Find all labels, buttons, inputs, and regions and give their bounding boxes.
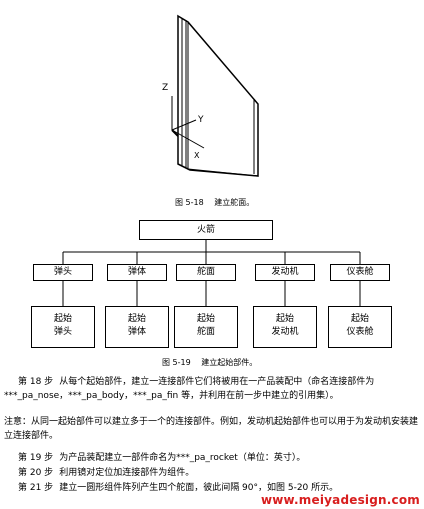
leaf-line: 仪表舱 (346, 327, 374, 337)
step-body: 为产品装配建立一部件命名为***_pa_rocket（单位：英寸）。 (59, 453, 306, 463)
leaf-line: 起始 (53, 314, 72, 324)
step-body: 从每个起始部件，建立一连接部件它们将被用在一产品装配中（命名连接部件为***_p… (4, 377, 375, 401)
tree-leaf-start-warhead: 起始 弹头 (31, 306, 95, 348)
leaf-line: 起始 (196, 314, 215, 324)
axis-z-label: Z (162, 83, 168, 93)
leaf-line: 发动机 (271, 327, 299, 337)
tree-leaf-start-body: 起始 弹体 (105, 306, 169, 348)
axis-triad (171, 96, 205, 149)
leaf-line: 起始 (275, 314, 294, 324)
leaf-line: 起始 (350, 314, 369, 324)
figure-caption-text: 建立舵面。 (214, 198, 255, 207)
tree-node-instrument-bay: 仪表舱 (330, 264, 390, 281)
tree-leaf-start-instrument-bay: 起始 仪表舱 (328, 306, 392, 348)
figure-caption-5-18: 图 5-18 建立舵面。 (175, 197, 254, 208)
tree-node-body: 弹体 (107, 264, 167, 281)
tree-node-fin: 舵面 (176, 264, 236, 281)
note-label: 注意： (4, 417, 32, 427)
step-label: 第 21 步 (18, 483, 54, 493)
axis-y-label: Y (197, 115, 204, 125)
leaf-line: 弹头 (53, 327, 72, 337)
axis-x-label: X (194, 151, 200, 160)
step-21-paragraph: 第 21 步建立一圆形组件阵列产生四个舵面，彼此间隔 90°，如图 5-20 所… (4, 481, 420, 495)
step-label: 第 19 步 (18, 453, 54, 463)
watermark: www.meiyadesign.com (260, 493, 420, 507)
figure-caption-text: 建立起始部件。 (201, 358, 258, 367)
tree-root-rocket: 火箭 (139, 220, 273, 240)
step-20-paragraph: 第 20 步利用镜对定位加连接部件为组件。 (4, 466, 420, 480)
step-18-paragraph: 第 18 步从每个起始部件，建立一连接部件它们将被用在一产品装配中（命名连接部件… (4, 375, 420, 403)
tree-connectors (62, 240, 361, 306)
figure-caption-5-19: 图 5-19 建立起始部件。 (162, 357, 257, 368)
note-paragraph: 注意：从同一起始部件可以建立多于一个的连接部件。例如，发动机起始部件也可以用于为… (4, 415, 420, 443)
tree-node-engine: 发动机 (255, 264, 315, 281)
step-body: 建立一圆形组件阵列产生四个舵面，彼此间隔 90°，如图 5-20 所示。 (59, 483, 339, 493)
tree-leaf-start-engine: 起始 发动机 (253, 306, 317, 348)
figure-number: 图 5-18 (175, 198, 204, 207)
leaf-line: 弹体 (127, 327, 146, 337)
step-19-paragraph: 第 19 步为产品装配建立一部件命名为***_pa_rocket（单位：英寸）。 (4, 451, 420, 465)
tree-node-warhead: 弹头 (33, 264, 93, 281)
fin-drawing: Z Y X (162, 14, 259, 177)
note-body: 从同一起始部件可以建立多于一个的连接部件。例如，发动机起始部件也可以用于为发动机… (4, 417, 419, 441)
leaf-line: 舵面 (196, 327, 215, 337)
tree-leaf-start-fin: 起始 舵面 (174, 306, 238, 348)
leaf-line: 起始 (127, 314, 146, 324)
step-label: 第 20 步 (18, 468, 54, 478)
figure-number: 图 5-19 (162, 358, 191, 367)
step-body: 利用镜对定位加连接部件为组件。 (59, 468, 195, 478)
step-label: 第 18 步 (18, 377, 54, 387)
